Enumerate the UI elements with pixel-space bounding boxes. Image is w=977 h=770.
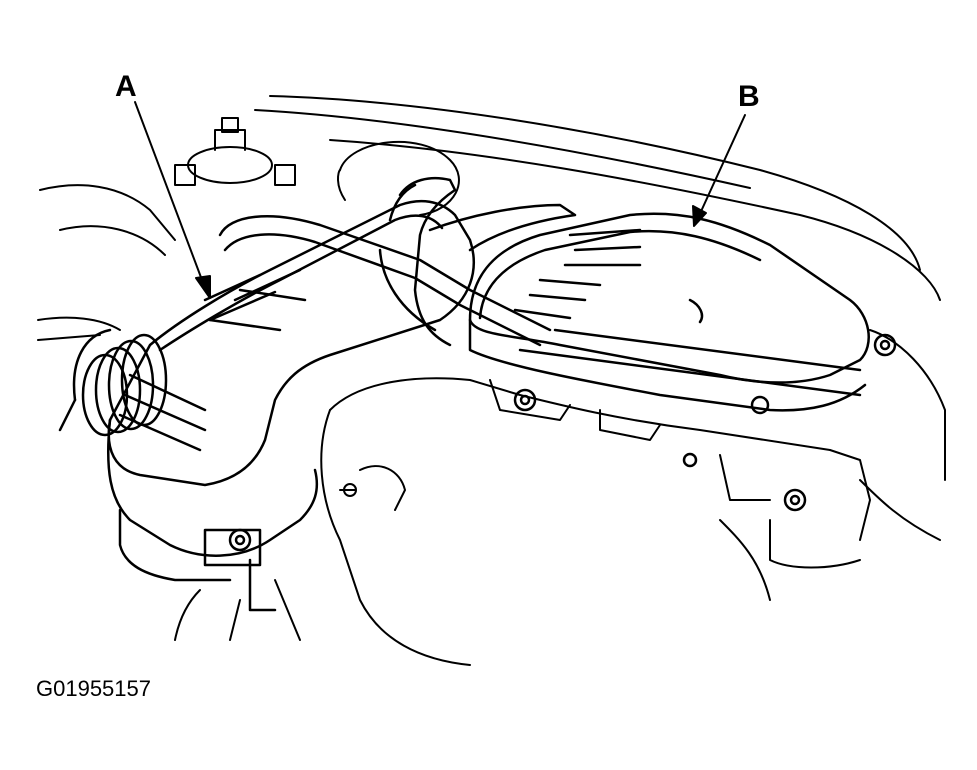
- arrow-b-line: [698, 115, 745, 218]
- body-panel-outlines: [38, 96, 945, 540]
- left-component: [338, 142, 459, 215]
- arrow-a-head: [196, 276, 210, 298]
- callout-label-b: B: [738, 80, 760, 113]
- engine-cover: [470, 214, 895, 510]
- hose-fittings: [175, 118, 295, 185]
- figure-id: G01955157: [36, 676, 151, 701]
- arrow-a-line: [135, 102, 205, 288]
- wire-harness: [220, 178, 575, 345]
- lower-engine: [175, 378, 870, 665]
- callout-label-a: A: [115, 70, 137, 103]
- arrow-b-head: [693, 206, 706, 226]
- leader-arrows: [135, 102, 745, 298]
- air-cleaner-housing: [60, 201, 474, 610]
